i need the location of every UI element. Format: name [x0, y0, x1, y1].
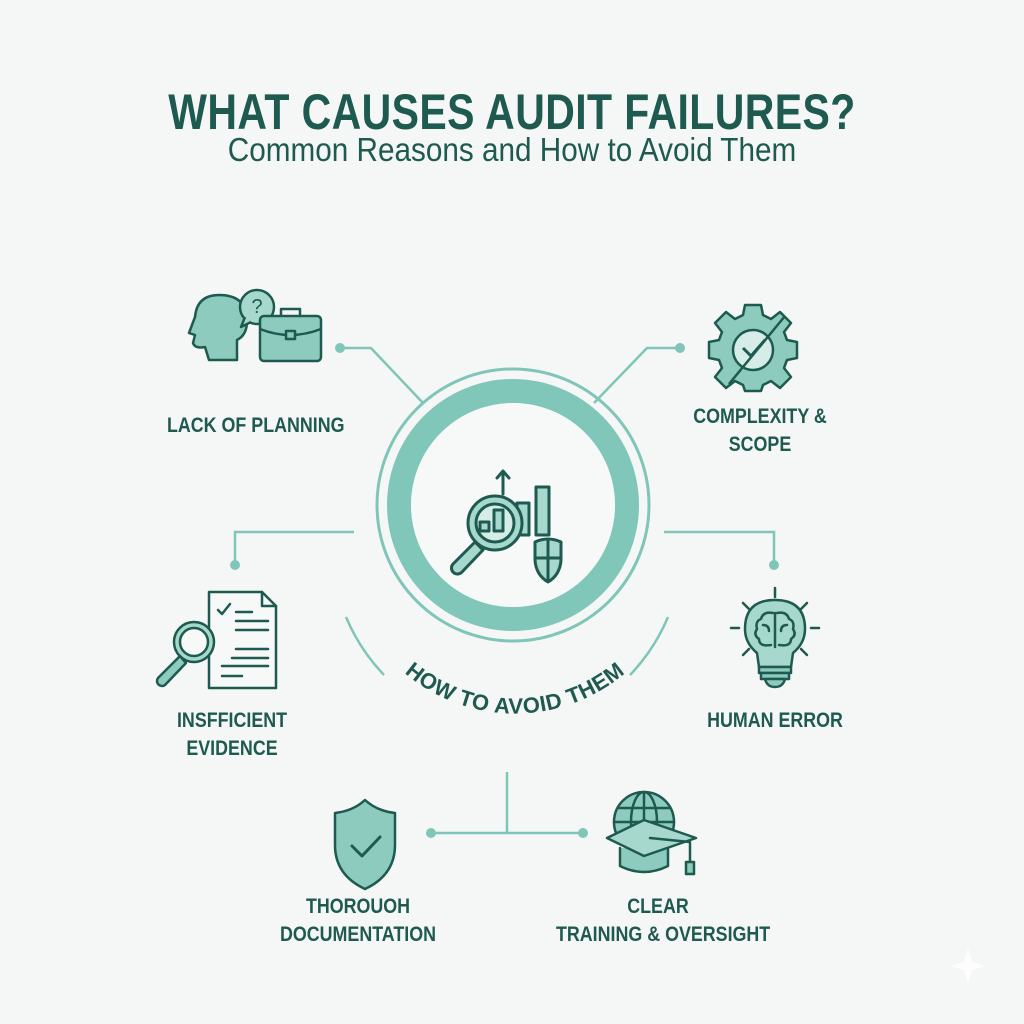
cause-label-complexity-scope: COMPLEXITY & SCOPE	[693, 405, 827, 456]
shield-check-icon	[333, 798, 397, 891]
sparkle-icon	[950, 948, 986, 984]
connector-complexity	[593, 346, 680, 404]
page-title: WHAT CAUSES AUDIT FAILURES?	[168, 84, 856, 140]
svg-text:HOW TO AVOID THEM: HOW TO AVOID THEM	[401, 657, 628, 719]
connector-lack-of-planning	[340, 346, 424, 404]
document-magnifier-icon	[155, 590, 278, 690]
page-subtitle: Common Reasons and How to Avoid Them	[227, 131, 797, 168]
solution-label-clear-training-oversight: CLEAR TRAINING & OVERSIGHT	[556, 895, 771, 946]
globe-graduation-cap-icon	[605, 790, 698, 876]
cause-label-insufficient-evidence: INSFFICIENT EVIDENCE	[176, 709, 288, 760]
head-question-briefcase-icon: ?	[187, 288, 323, 363]
magnifier-chart-shield-icon	[450, 469, 563, 584]
arc-right	[629, 616, 670, 676]
arc-left	[344, 616, 385, 676]
how-to-avoid-label: HOW TO AVOID THEM	[401, 657, 628, 719]
svg-text:?: ?	[251, 296, 262, 318]
gear-check-icon	[707, 303, 799, 393]
cause-label-lack-of-planning: LACK OF PLANNING	[167, 414, 345, 437]
connector-human-error	[664, 530, 776, 565]
lightbulb-brain-icon	[729, 586, 821, 689]
solution-label-thorough-documentation: THOROUOH DOCUMENTATION	[279, 895, 437, 946]
cause-label-human-error: HUMAN ERROR	[707, 709, 843, 732]
connector-insufficient-evidence	[233, 530, 354, 565]
